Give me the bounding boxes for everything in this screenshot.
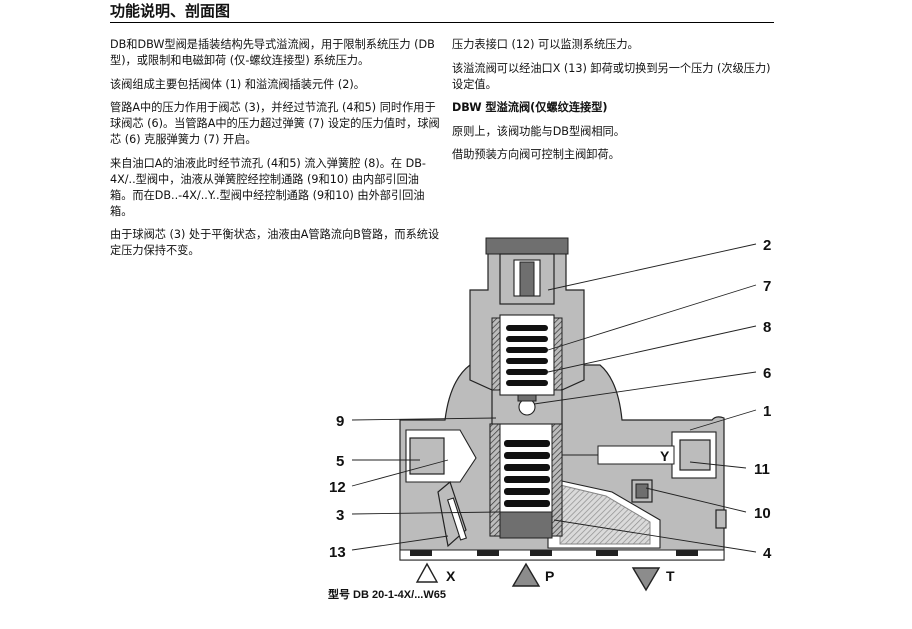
paragraph: DB和DBW型阀是插装结构先导式溢流阀，用于限制系统压力 (DB型)，或限制和电…: [110, 38, 435, 67]
paragraph: 该阀组成主要包括阀体 (1) 和溢流阀插装元件 (2)。: [110, 77, 365, 91]
paragraph: 该溢流阀可以经油口X (13) 卸荷或切换到另一个压力 (次级压力) 设定值。: [452, 61, 771, 91]
callout-6: 6: [763, 365, 771, 382]
callout-11: 11: [754, 461, 770, 478]
callout-1: 1: [763, 403, 771, 420]
port-p-triangle-icon: [511, 562, 541, 587]
paragraph: 压力表接口 (12) 可以监测系统压力。: [452, 38, 639, 51]
lower-spring: [504, 440, 550, 507]
left-text-column: DB和DBW型阀是插装结构先导式溢流阀，用于限制系统压力 (DB型)，或限制和电…: [110, 37, 440, 267]
subheading: DBW 型溢流阀(仅螺纹连接型): [452, 101, 608, 114]
callout-4: 4: [763, 545, 772, 562]
paragraph: 原则上，该阀功能与DB型阀相同。: [452, 124, 625, 138]
callout-12: 12: [329, 479, 346, 496]
right-text-column: 压力表接口 (12) 可以监测系统压力。 该溢流阀可以经油口X (13) 卸荷或…: [452, 37, 777, 171]
callout-7: 7: [763, 278, 771, 295]
port-x-label: X: [446, 568, 456, 584]
paragraph: 管路A中的压力作用于阀芯 (3)，并经过节流孔 (4和5) 同时作用于球阀芯 (…: [110, 101, 440, 146]
figure-caption: 型号 DB 20-1-4X/...W65: [328, 587, 446, 601]
paragraph: 借助预装方向阀可控制主阀卸荷。: [452, 148, 620, 161]
callout-5: 5: [336, 453, 344, 470]
callout-8: 8: [763, 319, 771, 336]
upper-spring: [506, 325, 548, 386]
paragraph: 来自油口A的油液此时经节流孔 (4和5) 流入弹簧腔 (8)。在 DB-4X/.…: [110, 156, 426, 218]
port-t-triangle-icon: [631, 567, 661, 592]
y-channel-label: Y: [660, 448, 670, 464]
section-header: 功能说明、剖面图: [110, 0, 774, 23]
port-p-label: P: [545, 568, 554, 584]
callout-3: 3: [336, 507, 344, 524]
callout-10: 10: [754, 505, 771, 522]
port-t-label: T: [666, 568, 675, 584]
port-x-triangle-icon: [415, 562, 439, 583]
paragraph: 由于球阀芯 (3) 处于平衡状态，油液由A管路流向B管路，而系统设定压力保持不变…: [110, 228, 440, 257]
callout-2: 2: [763, 237, 771, 254]
page-title: 功能说明、剖面图: [110, 2, 231, 20]
callout-13: 13: [329, 544, 346, 561]
callout-9: 9: [336, 413, 344, 430]
